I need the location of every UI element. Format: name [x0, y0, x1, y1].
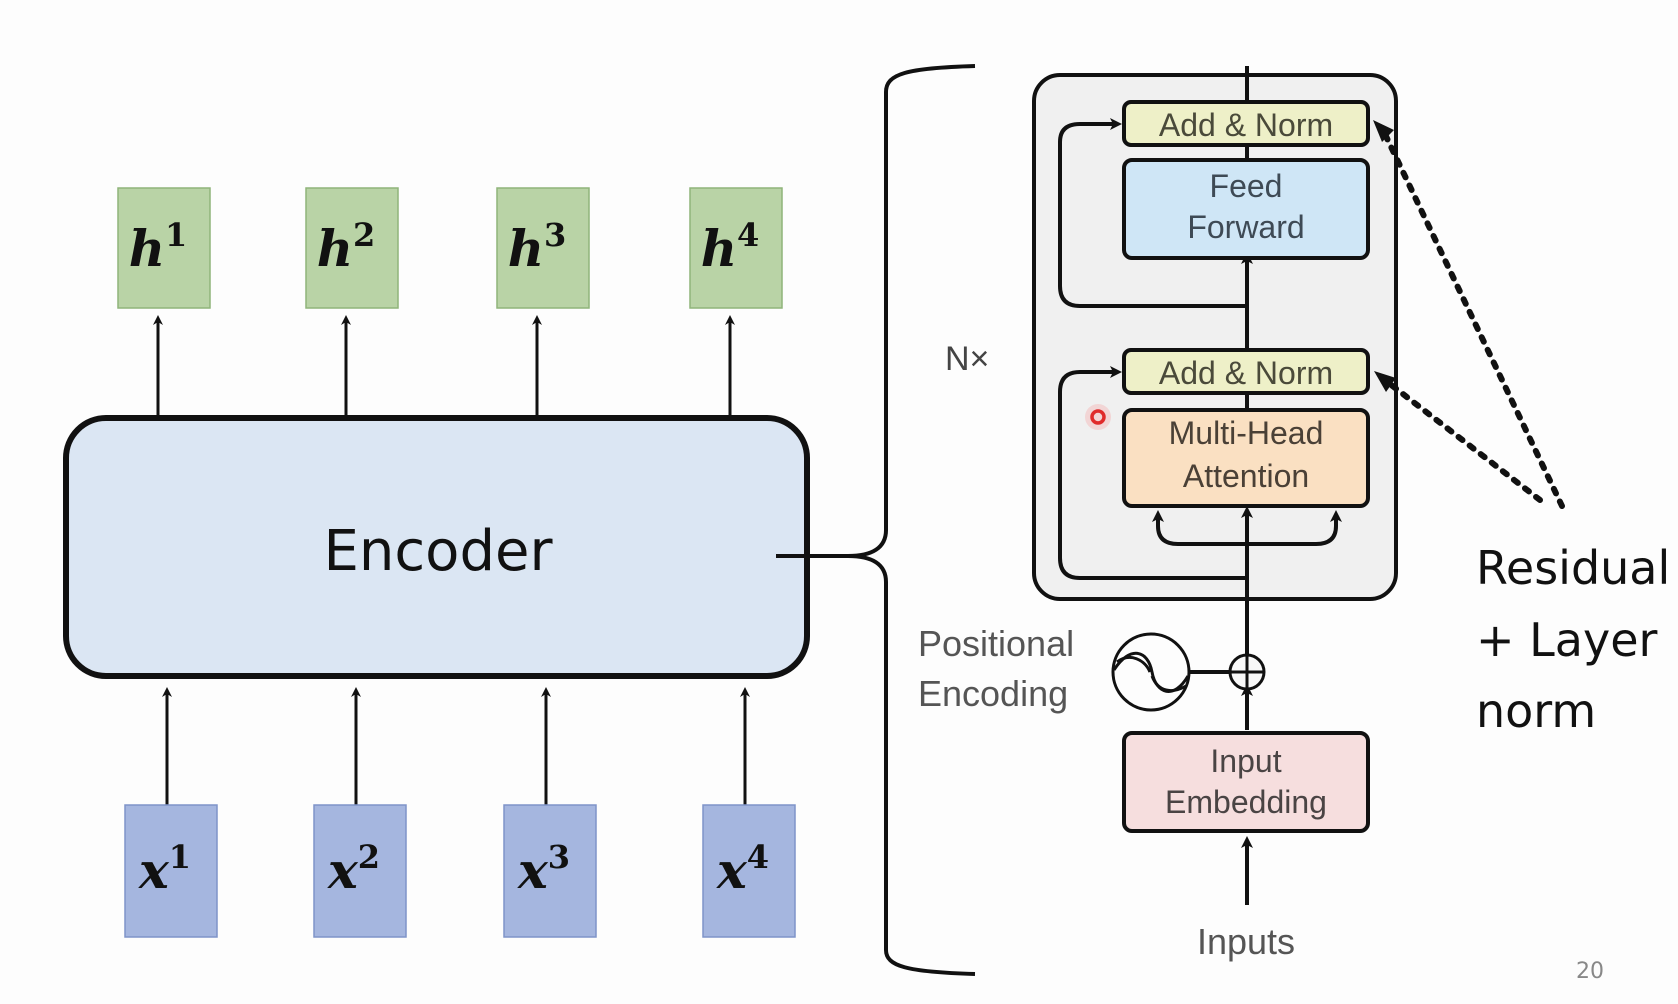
multi-head-attention-box: [1122, 408, 1370, 508]
encoder-label: Encoder: [324, 519, 554, 584]
feed-forward-box: [1122, 158, 1370, 260]
page-number: 20: [1576, 959, 1604, 984]
annotation-line1: Residual: [1476, 541, 1670, 595]
input-vector-x4: x4: [702, 804, 796, 938]
input-embedding-box: [1122, 731, 1370, 833]
input-vector-label: x4: [716, 838, 769, 900]
add-circle-icon: [1228, 653, 1266, 691]
encoder-layer-block: [1032, 73, 1398, 601]
repeat-label: N×: [945, 340, 989, 378]
output-vector-label: h4: [701, 216, 760, 278]
output-vector-label: h2: [317, 216, 376, 278]
output-vectors: h1 h2 h3 h4: [117, 187, 783, 309]
input-arrows: [162, 687, 750, 805]
input-vector-label: x3: [517, 838, 570, 900]
input-embedding-label-line1: Input: [1210, 743, 1281, 779]
annotation-line2: + Layer: [1476, 613, 1658, 667]
add-norm-bottom-box: [1122, 348, 1370, 395]
output-vector-h4: h4: [689, 187, 783, 309]
input-vectors: x1 x2 x3 x4: [124, 804, 796, 938]
curly-brace: [776, 64, 976, 976]
positional-encoding-label-line1: Positional: [918, 623, 1074, 664]
output-vector-label: h1: [129, 216, 188, 278]
encoder-box: [63, 415, 810, 679]
positional-encoding-label-line2: Encoding: [918, 673, 1068, 714]
sine-wave-icon: [1111, 632, 1191, 712]
output-vector-label: h3: [508, 216, 567, 278]
add-norm-top-label: Add & Norm: [1159, 107, 1333, 143]
add-norm-top-box: [1122, 100, 1370, 147]
cursor-indicator: [1085, 404, 1111, 430]
annotation-pointers: [1381, 129, 1565, 509]
output-vector-h1: h1: [117, 187, 211, 309]
input-embedding-label-line2: Embedding: [1165, 784, 1327, 820]
feed-forward-label-line1: Feed: [1210, 168, 1283, 204]
multi-head-label-line2: Attention: [1183, 458, 1309, 494]
input-vector-label: x2: [327, 838, 380, 900]
output-vector-h3: h3: [496, 187, 590, 309]
inputs-label: Inputs: [1197, 921, 1295, 962]
output-vector-h2: h2: [305, 187, 399, 309]
pointer-arrowhead-bottom: [1374, 371, 1396, 392]
input-vector-x1: x1: [124, 804, 218, 938]
add-norm-bottom-label: Add & Norm: [1159, 355, 1333, 391]
feed-forward-label-line2: Forward: [1187, 209, 1304, 245]
input-vector-x2: x2: [313, 804, 407, 938]
input-vector-x3: x3: [503, 804, 597, 938]
multi-head-label-line1: Multi-Head: [1169, 415, 1324, 451]
input-vector-label: x1: [138, 838, 191, 900]
residual-connections: [1058, 118, 1342, 580]
annotation-line3: norm: [1476, 684, 1596, 738]
pointer-arrowhead-top: [1373, 120, 1394, 142]
output-arrows: [153, 315, 735, 416]
